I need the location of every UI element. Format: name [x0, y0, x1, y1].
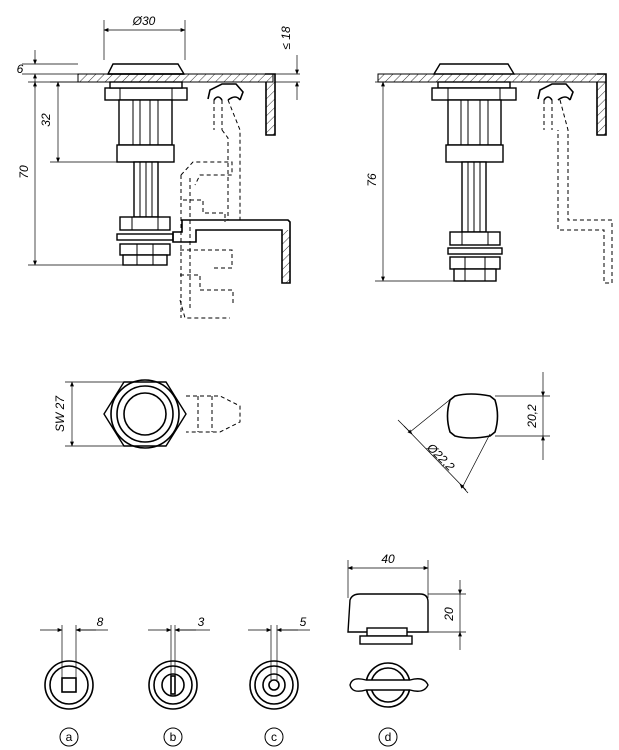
cutout-view: 20,2 Ø22,2 [397, 372, 550, 494]
dim-diameter-30: Ø30 [132, 14, 156, 28]
lower-nut-1-left [119, 216, 171, 231]
label-variant-a: a [66, 730, 73, 744]
variant-d: 40 20 d [347, 552, 466, 747]
cam-washer-left [116, 233, 174, 241]
edge-seal-left [207, 83, 244, 221]
wing-handle-side [347, 593, 429, 633]
dim-variant-d-height: 20 [442, 607, 456, 622]
variant-a: 8 a [40, 615, 108, 747]
lower-nut-1-right [449, 231, 501, 246]
label-variant-b: b [170, 730, 177, 744]
lock-body-left [118, 99, 173, 146]
cam-positions-dashed [179, 161, 234, 319]
lock-head-left [106, 63, 186, 75]
dim-variant-c: 5 [300, 615, 307, 629]
dim-wrench-size: SW 27 [53, 395, 67, 432]
edge-seal-right [537, 83, 613, 284]
left-elevation-view: Ø30 6 ≤ 18 32 70 [17, 14, 300, 319]
cam-outline-front [186, 395, 241, 433]
dim-body-length-32: 32 [39, 113, 53, 127]
dim-max-thickness-18: ≤ 18 [279, 26, 293, 50]
label-variant-c: c [271, 730, 277, 744]
label-variant-d: d [385, 730, 392, 744]
panel-sheet-right [377, 73, 607, 83]
slot-socket-icon [170, 675, 176, 695]
panel-sheet-left [77, 73, 274, 83]
pin-socket-icon [268, 679, 280, 691]
lower-nut-2-right [449, 256, 501, 270]
right-elevation-view: 76 [365, 63, 613, 284]
dim-diameter-22-2: Ø22,2 [424, 440, 458, 474]
panel-nut-left [104, 87, 188, 101]
wing-handle-front [349, 678, 429, 692]
square-socket-icon [61, 677, 77, 693]
dim-variant-a: 8 [97, 615, 104, 629]
lower-nut-2-left [119, 243, 171, 256]
panel-nut-right [431, 87, 517, 101]
variant-b: 3 b [148, 615, 210, 747]
dim-total-length-70: 70 [17, 165, 31, 179]
dim-flat-20-2: 20,2 [525, 404, 539, 429]
dim-variant-d-width: 40 [381, 552, 395, 566]
variant-c: 5 c [248, 615, 310, 747]
dim-sheet-6: 6 [17, 62, 24, 76]
front-view: SW 27 [53, 379, 241, 449]
lock-head-right [432, 63, 516, 75]
panel-cutout-shape [446, 393, 499, 439]
cam-left [172, 219, 291, 284]
dim-variant-b: 3 [198, 615, 205, 629]
lock-body-right [447, 99, 502, 146]
dim-total-length-76: 76 [365, 173, 379, 187]
